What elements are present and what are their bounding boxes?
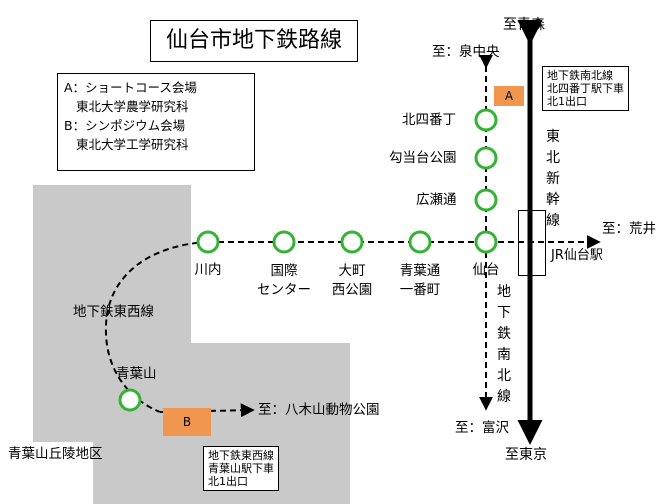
- legend-a-venue: 東北大学農学研究科: [76, 99, 189, 114]
- exit-info-b: 地下鉄東西線 青葉山駅下車 北1出口: [203, 446, 279, 491]
- direction-aomori: 至青森: [503, 17, 545, 33]
- jr-sendai-station-box: [518, 210, 546, 276]
- exit-a-gate: 北1出口: [547, 95, 587, 108]
- station-marker-aobadori: [408, 230, 432, 254]
- venue-marker-b: B: [163, 408, 211, 436]
- station-marker-koutoudai-koen: [474, 146, 498, 170]
- direction-izumi-chuo: 至：泉中央: [432, 44, 500, 60]
- station-marker-kokusai-center: [272, 230, 296, 254]
- station-aobayama: 青葉山: [116, 366, 157, 382]
- station-hirosedori: 広瀬通: [416, 192, 457, 208]
- exit-b-station: 青葉山駅下車: [208, 462, 274, 475]
- station-aobadori-ichibancho: 青葉通 一番町: [399, 263, 441, 298]
- direction-tokyo: 至東京: [505, 447, 547, 463]
- station-marker-kita-yonbancho: [474, 108, 498, 132]
- jr-sendai-label: JR仙台駅: [551, 248, 603, 263]
- direction-arai: 至：荒井: [602, 221, 656, 237]
- exit-b-gate: 北1出口: [208, 475, 248, 488]
- legend-b-label: B：シンポジウム会場: [64, 118, 186, 133]
- station-kita-yonbancho: 北四番丁: [402, 112, 456, 128]
- exit-a-line: 地下鉄南北線: [547, 69, 613, 82]
- station-koutoudai-koen: 勾当台公園: [389, 150, 457, 166]
- exit-a-station: 北四番丁駅下車: [547, 82, 624, 95]
- exit-info-a: 地下鉄南北線 北四番丁駅下車 北1出口: [542, 66, 629, 111]
- legend-box: A：ショートコース会場 東北大学農学研究科 B：シンポジウム会場 東北大学工学研…: [57, 73, 255, 171]
- station-marker-kawauchi: [196, 230, 220, 254]
- tozai-line-label: 地下鉄東西線: [73, 304, 154, 320]
- station-omachi-nishikoen: 大町 西公園: [331, 263, 373, 298]
- station-marker-omachi: [340, 230, 364, 254]
- station-sendai: 仙台: [472, 262, 500, 278]
- exit-b-line: 地下鉄東西線: [208, 449, 274, 462]
- station-marker-aobayama: [118, 388, 142, 412]
- venue-marker-a: A: [494, 86, 524, 106]
- station-kawauchi: 川内: [194, 262, 222, 278]
- direction-tomizawa: 至：富沢: [455, 420, 509, 436]
- map-title: 仙台市地下鉄路線: [150, 20, 358, 62]
- station-marker-hirosedori: [474, 188, 498, 212]
- nanboku-line-label: 地下鉄南北線: [497, 284, 511, 405]
- shinkansen-label: 東北新幹線: [546, 129, 560, 229]
- station-marker-sendai: [474, 230, 498, 254]
- direction-yagiyama: 至：八木山動物公園: [258, 402, 380, 418]
- legend-a-label: A：ショートコース会場: [64, 80, 197, 95]
- legend-b-venue: 東北大学工学研究科: [76, 137, 189, 152]
- station-kokusai-center: 国際 センター: [257, 263, 311, 298]
- aobayama-area-label: 青葉山丘陵地区: [8, 446, 103, 462]
